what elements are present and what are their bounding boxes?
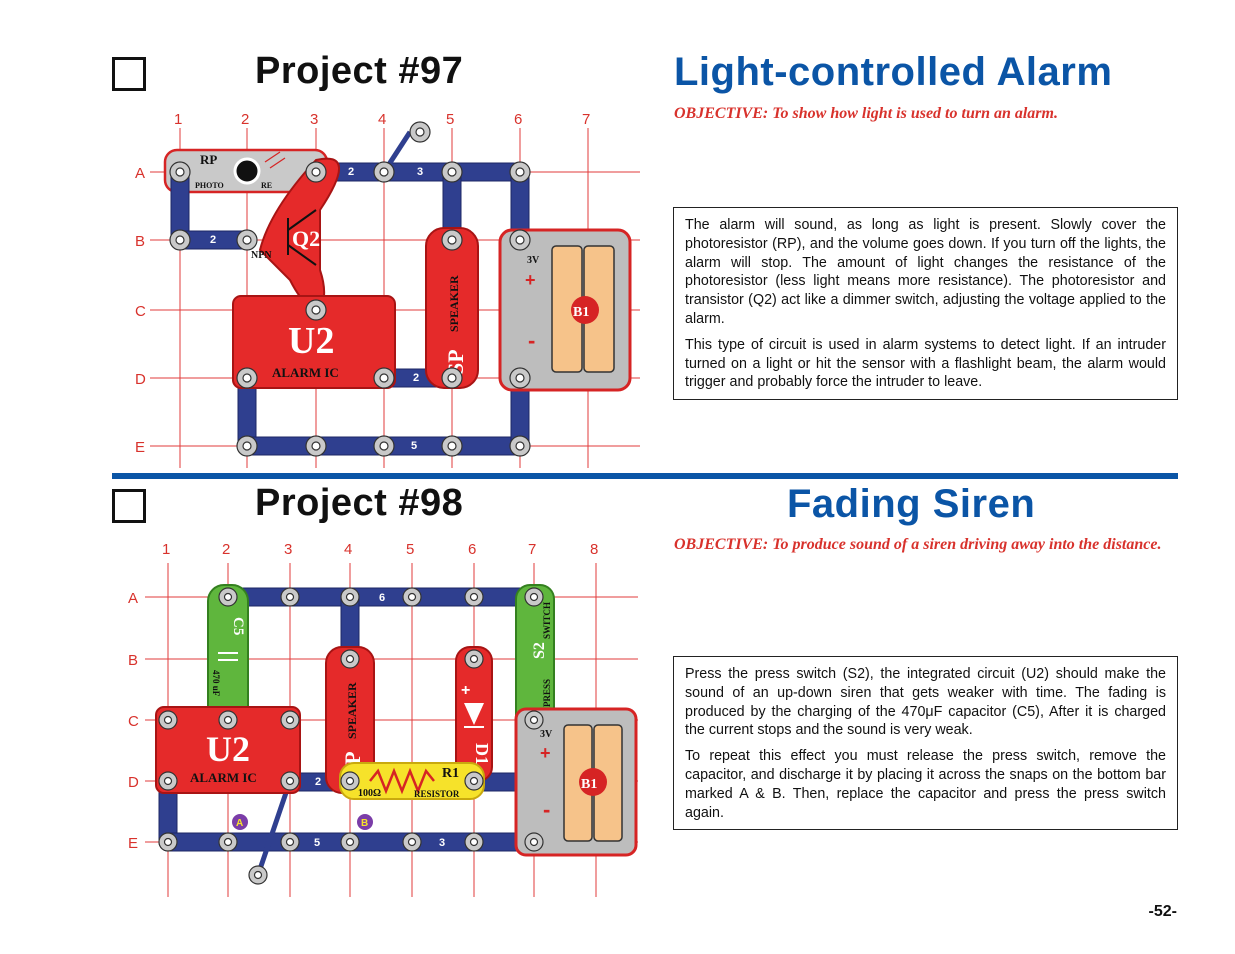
svg-text:A: A: [236, 818, 243, 829]
battery-b1: B1 3V + -: [514, 707, 638, 857]
col-label-8: 8: [590, 541, 598, 558]
svg-text:ALARM IC: ALARM IC: [190, 770, 257, 785]
svg-text:Q2: Q2: [292, 226, 320, 251]
svg-text:RP: RP: [200, 152, 217, 167]
col-label-3: 3: [310, 111, 318, 128]
svg-text:3V: 3V: [527, 255, 540, 266]
svg-text:SPEAKER: SPEAKER: [345, 682, 359, 739]
row-label-b: B: [128, 652, 138, 669]
section-divider: [112, 473, 1178, 479]
svg-text:D1: D1: [472, 743, 492, 765]
col-label-1: 1: [162, 541, 170, 558]
svg-text:PHOTO: PHOTO: [195, 181, 224, 190]
row-label-e: E: [135, 439, 145, 456]
discharge-marker-b: B: [357, 814, 373, 830]
svg-text:SWITCH: SWITCH: [542, 602, 552, 639]
press-switch-s2: S2 SWITCH PRESS: [515, 584, 555, 734]
row-label-c: C: [135, 303, 146, 320]
svg-text:S2: S2: [531, 642, 548, 659]
svg-text:+: +: [525, 270, 536, 290]
svg-text:3: 3: [417, 166, 423, 178]
svg-text:-: -: [543, 797, 550, 822]
svg-text:U2: U2: [288, 320, 334, 362]
svg-text:B: B: [361, 818, 368, 829]
project-98-number: Project #98: [255, 482, 464, 524]
alarm-ic-u2: U2 ALARM IC: [155, 706, 301, 794]
svg-text:100Ω: 100Ω: [358, 788, 381, 799]
project-98-snaps: [158, 587, 544, 885]
svg-text:+: +: [540, 743, 551, 763]
svg-text:2: 2: [348, 166, 354, 178]
speaker-sp: SP SPEAKER: [425, 227, 479, 389]
project-98-checkbox[interactable]: [112, 489, 146, 523]
row-label-d: D: [128, 774, 139, 791]
col-label-5: 5: [406, 541, 414, 558]
row-label-b: B: [135, 233, 145, 250]
svg-text:2: 2: [315, 776, 321, 788]
col-label-4: 4: [344, 541, 352, 558]
svg-text:ALARM IC: ALARM IC: [272, 365, 339, 380]
svg-text:3: 3: [439, 837, 445, 849]
svg-text:2: 2: [210, 234, 216, 246]
svg-text:C5: C5: [230, 617, 246, 635]
svg-text:470 uF: 470 uF: [211, 670, 221, 697]
col-label-4: 4: [378, 111, 386, 128]
col-label-1: 1: [174, 111, 182, 128]
col-label-7: 7: [528, 541, 536, 558]
row-label-a: A: [128, 590, 138, 607]
col-label-6: 6: [468, 541, 476, 558]
svg-text:R1: R1: [442, 766, 459, 781]
svg-text:RESISTOR: RESISTOR: [414, 789, 460, 799]
svg-text:6: 6: [379, 592, 385, 604]
project-97-number: Project #97: [255, 50, 464, 92]
svg-text:2: 2: [413, 372, 419, 384]
svg-text:B1: B1: [573, 305, 589, 320]
svg-text:SPEAKER: SPEAKER: [447, 275, 461, 332]
project-98-description-paragraph: Press the press switch (S2), the integra…: [685, 666, 1166, 739]
col-label-2: 2: [222, 541, 230, 558]
project-97-description-paragraph: The alarm will sound, as long as light i…: [685, 217, 1166, 327]
project-98-description-paragraph: To repeat this effect you must release t…: [685, 748, 1166, 821]
battery-b1: B1 3V + -: [498, 228, 632, 392]
row-label-d: D: [135, 371, 146, 388]
photoresistor-rp: RP PHOTO RE: [163, 148, 329, 194]
page-number: -52-: [1148, 903, 1177, 920]
col-label-5: 5: [446, 111, 454, 128]
col-label-3: 3: [284, 541, 292, 558]
col-label-6: 6: [514, 111, 522, 128]
project-98-title: Fading Siren: [787, 482, 1036, 526]
project-98-objective: OBJECTIVE: To produce sound of a siren d…: [674, 536, 1162, 553]
project-97-checkbox[interactable]: [112, 57, 146, 91]
project-97-circuit-diagram: 1 2 3 4 5 6 7 A B C D E RP PHOTO RE 2 3 2…: [135, 111, 640, 468]
col-label-7: 7: [582, 111, 590, 128]
svg-text:3V: 3V: [540, 729, 553, 740]
svg-text:U2: U2: [206, 729, 250, 769]
svg-text:-: -: [528, 328, 535, 353]
row-label-a: A: [135, 165, 145, 182]
resistor-r1: R1 100Ω RESISTOR: [339, 762, 485, 800]
row-label-e: E: [128, 835, 138, 852]
project-97-description-box: The alarm will sound, as long as light i…: [673, 207, 1178, 400]
svg-text:NPN: NPN: [251, 250, 272, 261]
svg-text:5: 5: [314, 837, 320, 849]
project-97-snaps: [169, 121, 531, 457]
discharge-marker-a: A: [232, 814, 248, 830]
svg-text:+: +: [461, 682, 470, 699]
project-97-title: Light-controlled Alarm: [674, 50, 1113, 94]
alarm-ic-u2: U2 ALARM IC: [232, 295, 396, 389]
speaker-sp: SP SPEAKER: [325, 646, 375, 794]
svg-text:PRESS: PRESS: [542, 679, 552, 707]
project-97-objective: OBJECTIVE: To show how light is used to …: [674, 105, 1058, 122]
project-97-description-paragraph: This type of circuit is used in alarm sy…: [685, 336, 1166, 391]
svg-text:5: 5: [411, 440, 417, 452]
row-label-c: C: [128, 713, 139, 730]
svg-text:B1: B1: [581, 777, 597, 792]
project-98-description-box: Press the press switch (S2), the integra…: [673, 656, 1178, 830]
col-label-2: 2: [241, 111, 249, 128]
project-98-circuit-diagram: 1 2 3 4 5 6 7 8 A B C D E 6 5 3 2 C5 470 u…: [128, 541, 638, 897]
svg-text:RE: RE: [261, 181, 272, 190]
